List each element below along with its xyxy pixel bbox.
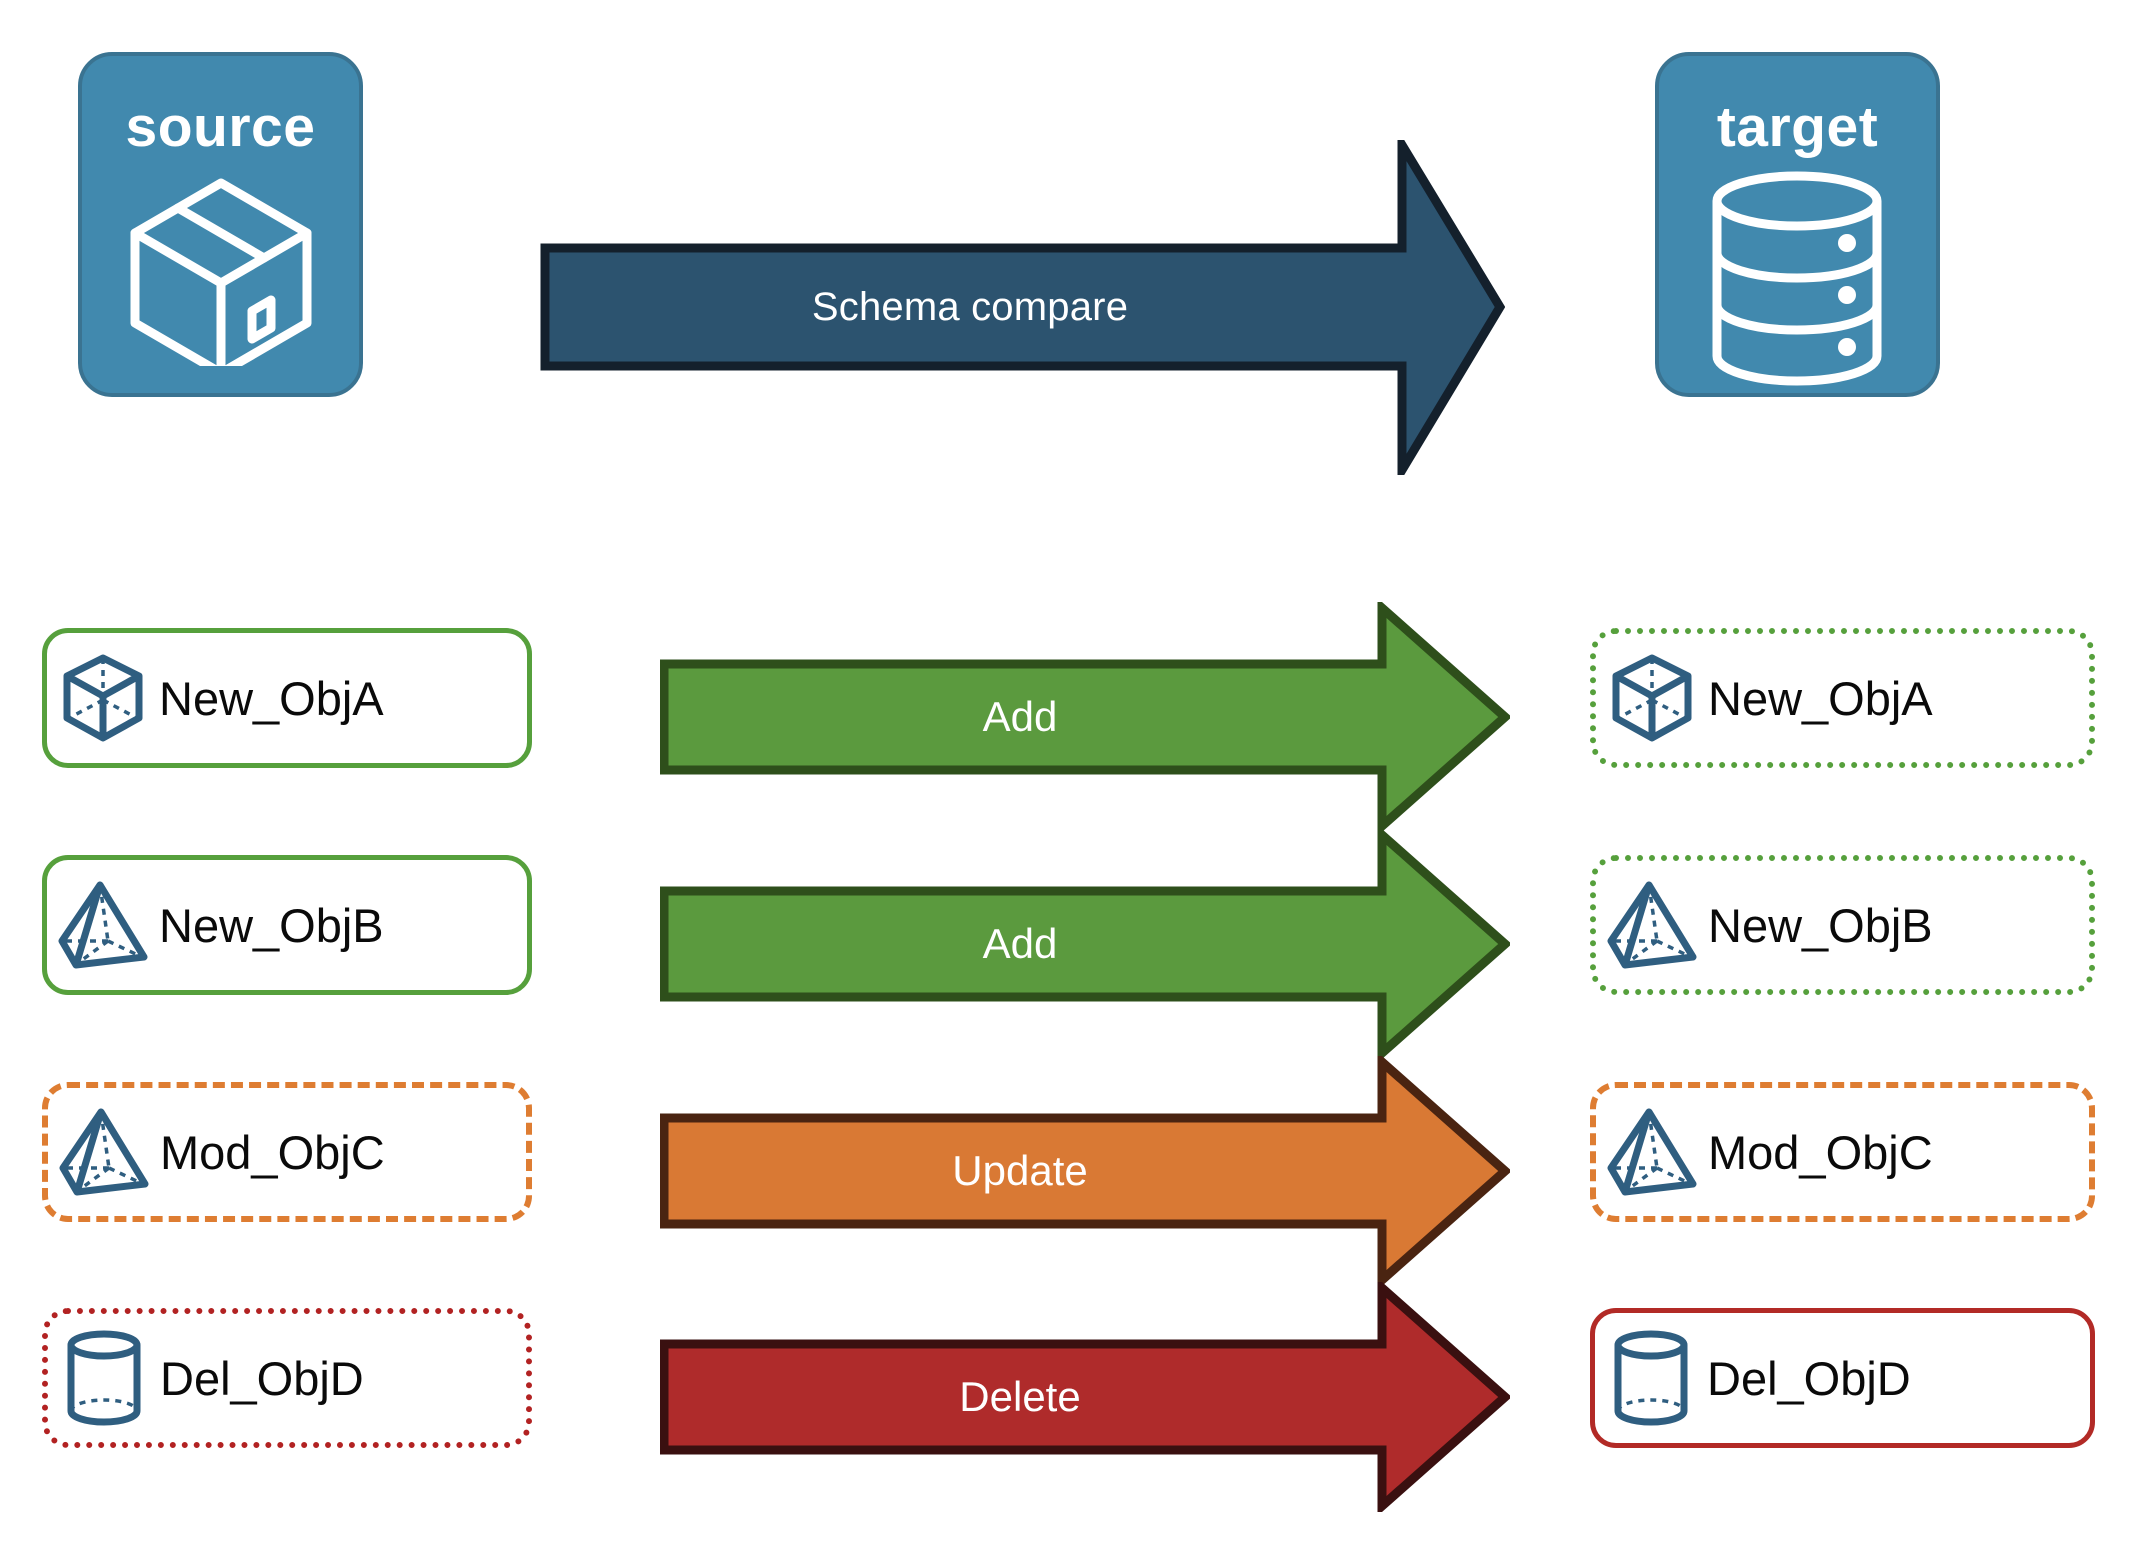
target-label: target	[1716, 95, 1879, 159]
target-endpoint-card[interactable]: target	[1655, 52, 1940, 397]
action-arrow-update[interactable]: Update	[659, 1051, 1512, 1291]
pyramid-wireframe-icon	[47, 879, 159, 971]
source-object-row-2[interactable]: New_ObjB	[42, 855, 532, 995]
cube-wireframe-icon	[1596, 652, 1708, 744]
target-object-row-2[interactable]: New_ObjB	[1590, 855, 2095, 995]
action-arrow-add-1[interactable]: Add	[659, 597, 1512, 837]
pyramid-wireframe-icon	[48, 1106, 160, 1198]
cube-wireframe-icon	[47, 652, 159, 744]
target-object-name-1: New_ObjA	[1708, 671, 1933, 725]
pyramid-wireframe-icon	[1596, 879, 1708, 971]
target-object-name-3: Mod_ObjC	[1708, 1125, 1933, 1179]
pyramid-wireframe-icon	[1596, 1106, 1708, 1198]
target-object-row-1[interactable]: New_ObjA	[1590, 628, 2095, 768]
target-object-row-3[interactable]: Mod_ObjC	[1590, 1082, 2095, 1222]
package-box-icon	[82, 171, 359, 366]
target-object-name-4: Del_ObjD	[1707, 1351, 1911, 1405]
cylinder-wireframe-icon	[48, 1329, 160, 1427]
source-object-name-3: Mod_ObjC	[160, 1125, 385, 1179]
target-object-name-2: New_ObjB	[1708, 898, 1933, 952]
source-object-name-4: Del_ObjD	[160, 1351, 364, 1405]
action-arrow-delete[interactable]: Delete	[659, 1277, 1512, 1517]
source-endpoint-card[interactable]: source	[78, 52, 363, 397]
source-object-row-1[interactable]: New_ObjA	[42, 628, 532, 768]
source-object-row-3[interactable]: Mod_ObjC	[42, 1082, 532, 1222]
cylinder-wireframe-icon	[1595, 1329, 1707, 1427]
source-label: source	[125, 95, 316, 159]
database-cylinder-icon	[1659, 171, 1936, 386]
source-object-name-2: New_ObjB	[159, 898, 384, 952]
source-object-name-1: New_ObjA	[159, 671, 384, 725]
schema-compare-arrow[interactable]: Schema compare	[540, 128, 1506, 487]
action-arrow-add-2[interactable]: Add	[659, 824, 1512, 1064]
target-object-row-4[interactable]: Del_ObjD	[1590, 1308, 2095, 1448]
source-object-row-4[interactable]: Del_ObjD	[42, 1308, 532, 1448]
